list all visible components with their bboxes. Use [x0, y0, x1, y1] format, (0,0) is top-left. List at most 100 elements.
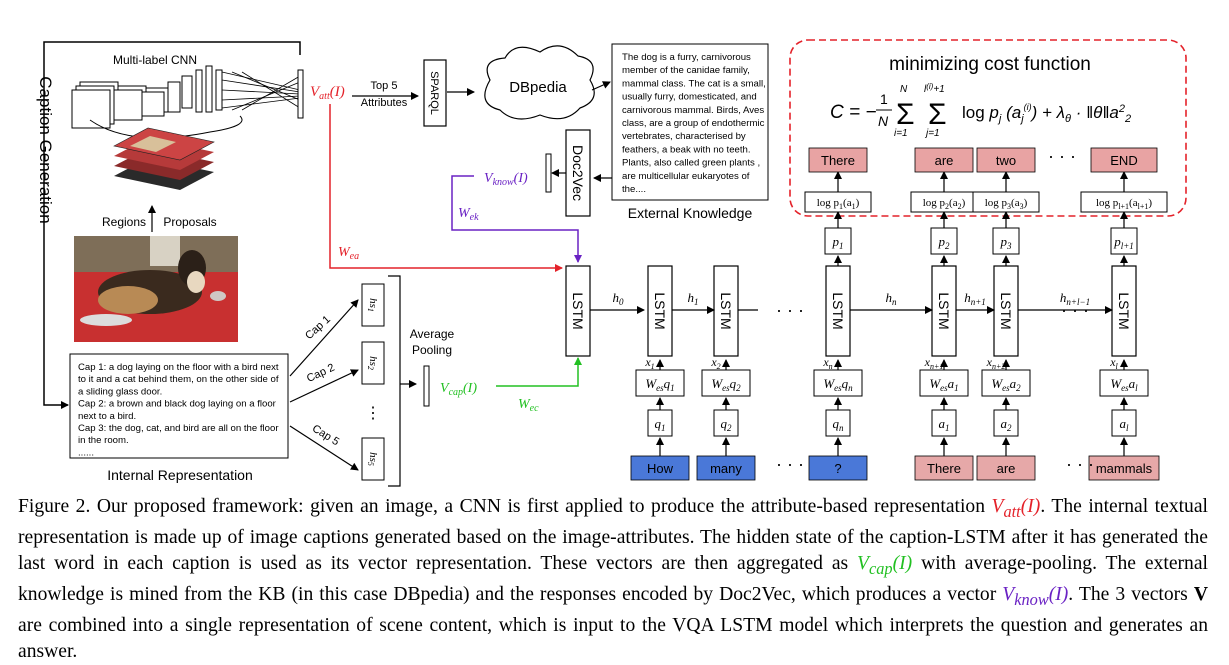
average-pooling-label-1: Average [410, 327, 455, 341]
ellipsis-dots: · · · [1066, 454, 1094, 474]
sparql-label: SPARQL [428, 71, 440, 115]
question-word-box [808, 455, 868, 481]
log-prob-label: log p3(a3) [985, 197, 1028, 211]
pooling-bracket [388, 275, 401, 487]
output-word-box [808, 147, 868, 173]
embedding-projection-box [981, 369, 1031, 397]
embedding-projection-label: Wesa2 [991, 376, 1021, 393]
lstm-cell [713, 265, 739, 357]
word-embedding-label: a1 [939, 416, 950, 433]
lstm-initial [565, 265, 591, 357]
kb-text-line: feathers, a beak with no teeth. [622, 144, 751, 155]
lstm-cell [931, 265, 957, 357]
output-word: END [1110, 153, 1137, 168]
lstm-label: LSTM [652, 292, 668, 329]
output-word-box [976, 147, 1036, 173]
answer-word: are [997, 461, 1016, 476]
kb-text-line: class, are a group of endothermic [622, 118, 765, 129]
svg-text:LSTM: LSTM [570, 292, 586, 329]
ellipsis-dots: · · · [1061, 300, 1089, 320]
framework-diagram: Caption Generation Multi-label CNN Vatt(… [36, 39, 1187, 487]
kb-text-line: the.... [622, 184, 646, 195]
embedding-projection-label: Wesqn [823, 376, 853, 393]
cnn-label: Multi-label CNN [113, 53, 197, 67]
caption-text-line: Cap 3: the dog, cat, and bird are all on… [78, 423, 279, 434]
ellipsis-dots: · · · [776, 454, 804, 474]
multi-label-cnn: Multi-label CNN [71, 53, 304, 139]
input-image [74, 236, 238, 342]
w-ea-path [329, 104, 563, 272]
log-prob-label: log p2(a2) [923, 197, 966, 211]
svg-text:hs1: hs1 [366, 298, 379, 312]
caption-text-line: in the room. [78, 435, 129, 446]
probability-box [930, 227, 958, 255]
output-word-box [1090, 147, 1158, 173]
doc2vec-label: Doc2Vec [570, 145, 586, 201]
answer-word-box [1088, 455, 1160, 481]
word-embedding-label: q1 [655, 416, 666, 433]
proposals-label: Proposals [163, 215, 216, 229]
lstm-label: LSTM [998, 292, 1014, 329]
output-word: There [821, 153, 855, 168]
kb-text-line: usually furry, domesticated, and [622, 92, 757, 103]
svg-text:log pj (aj(i)) + λθ · ‖θ‖a22: log pj (aj(i)) + λθ · ‖θ‖a22 [962, 102, 1131, 125]
w-ec-path [496, 357, 582, 387]
word-embedding-label: a2 [1001, 416, 1013, 433]
sparql-box [423, 59, 447, 127]
svg-text:Σ: Σ [928, 98, 947, 131]
doc2vec-box [565, 129, 591, 217]
lstm-label: LSTM [718, 292, 734, 329]
svg-text:⋮: ⋮ [365, 405, 381, 422]
probability-label: p2 [938, 234, 951, 251]
question-word: many [710, 461, 742, 476]
internal-representation-label: Internal Representation [107, 467, 253, 483]
caption-generation-loop: Caption Generation [36, 41, 301, 409]
svg-text:hs5: hs5 [366, 452, 379, 466]
kb-text-line: member of the canidae family, [622, 65, 750, 76]
v-cap-label: Vcap(I) [440, 381, 477, 398]
x-input-label: xn+2 [986, 355, 1006, 371]
x-input-label: xn [822, 355, 832, 371]
question-word-box [630, 455, 690, 481]
x-input-label: xl [1109, 355, 1118, 371]
caption-text-line: ...... [78, 447, 94, 458]
w-ec-label: Wec [518, 397, 539, 414]
output-word: two [996, 153, 1016, 168]
caption-text-line: Cap 2: a brown and black dog laying on a… [78, 399, 277, 410]
ellipsis-dots: · · · [1048, 146, 1076, 166]
lstm-cell [647, 265, 673, 357]
question-word-box [696, 455, 756, 481]
hs-boxes: hs1 hs2 hs5 ⋮ [361, 283, 385, 481]
probability-box [992, 227, 1020, 255]
x-input-label: xn+1 [924, 355, 944, 371]
lstm-cell [1111, 265, 1137, 357]
captions-box: Cap 1: a dog laying on the floor with a … [69, 353, 289, 459]
svg-text:Σ: Σ [896, 98, 915, 131]
attributes-label: Attributes [361, 97, 408, 109]
dbpedia-cloud: DBpedia [484, 45, 595, 120]
embedding-projection-label: Wesal [1110, 376, 1138, 393]
word-embedding-box [647, 409, 673, 437]
w-ea-label: Wea [338, 245, 359, 262]
caption-text-line: Cap 1: a dog laying on the floor with a … [78, 362, 279, 373]
lstm-cell [825, 265, 851, 357]
cost-formula: C = − 1 N Σ N i=1 Σ l(i)+1 j=1 log pj (a… [830, 82, 1131, 139]
svg-text:h0: h0 [613, 290, 625, 307]
kb-text-line: Plants, also called green plants , [622, 158, 760, 169]
answer-word: There [927, 461, 961, 476]
lstm-label: LSTM [936, 292, 952, 329]
embedding-projection-label: Wesa1 [929, 376, 958, 393]
output-word: are [935, 153, 954, 168]
hidden-state-label: hn+1 [964, 290, 986, 307]
probability-box [824, 227, 852, 255]
caption-text-line: next to a bird. [78, 411, 136, 422]
w-ek-label: Wek [458, 206, 479, 223]
word-embedding-box [1111, 409, 1137, 437]
caption-text-line: to it and a cat behind them, on the othe… [78, 374, 279, 385]
word-embedding-box [931, 409, 957, 437]
probability-label: p1 [832, 234, 844, 251]
w-ek-path [451, 175, 582, 263]
embedding-projection-label: Wesq2 [711, 376, 741, 393]
